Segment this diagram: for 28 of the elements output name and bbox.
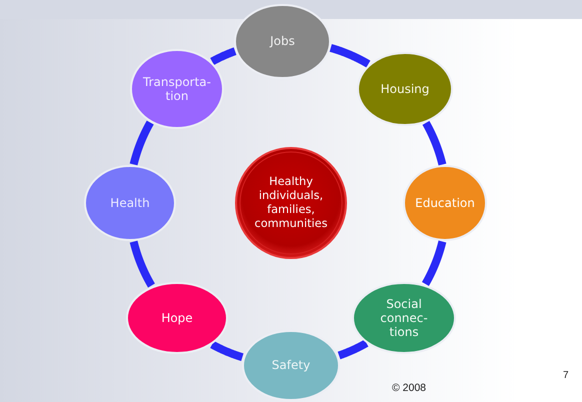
ring-connector [208, 47, 239, 66]
ring-connector [208, 340, 246, 362]
center-circle [235, 147, 347, 259]
topic-ellipse [130, 49, 224, 129]
copyright-note: © 2008 [392, 382, 426, 394]
ring-connector [335, 339, 370, 360]
topic-label: Jobs [268, 34, 296, 48]
ring-connector [130, 118, 154, 168]
topic-ellipse [357, 52, 453, 126]
center-label: Healthy individuals, families, communities [254, 175, 328, 231]
topic-ellipse [234, 4, 331, 78]
topic-label: Social connec- tions [379, 296, 429, 338]
topic-ellipse [242, 330, 340, 400]
topic-label: Transporta- tion [142, 75, 212, 103]
ring-connector [130, 238, 156, 290]
topic-label: Health [109, 196, 151, 210]
ring-connector [422, 238, 446, 288]
ring-connector [422, 119, 446, 168]
topic-ellipse [126, 282, 228, 354]
topic-ellipse [352, 282, 456, 354]
page-number: 7 [563, 370, 569, 381]
topic-ellipse [403, 165, 487, 241]
topic-ellipse [84, 165, 176, 241]
topic-label: Safety [270, 358, 312, 372]
topic-label: Housing [380, 82, 430, 96]
ring-connector [327, 44, 372, 68]
topic-label: Hope [160, 310, 194, 324]
topic-label: Education [414, 196, 476, 210]
